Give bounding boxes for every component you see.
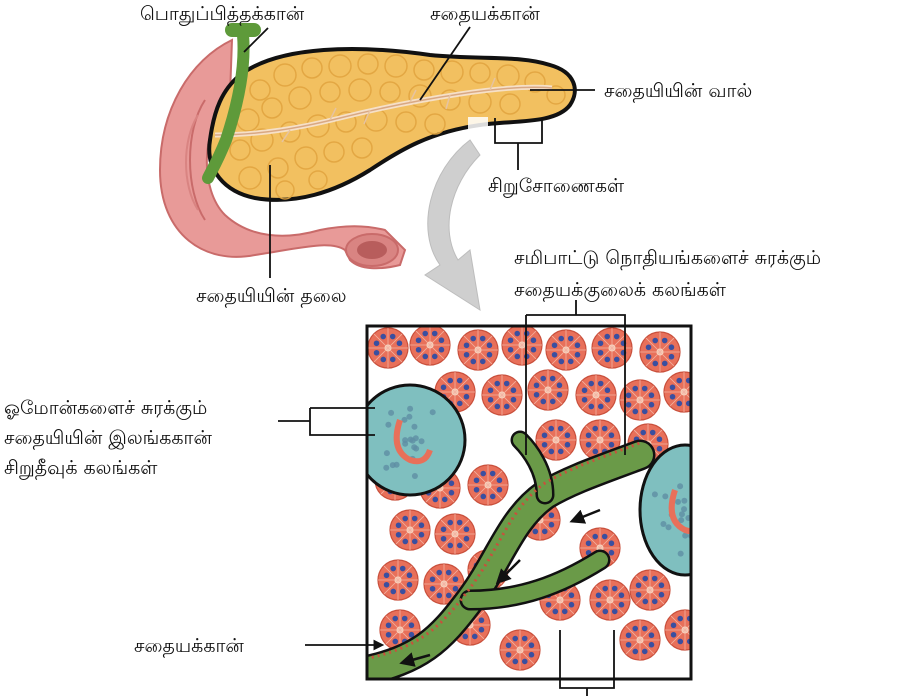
tissue-detail [355,325,730,679]
acinus [528,370,568,410]
label-islet-line3: சிறுதீவுக் கலங்கள் [4,457,158,480]
acinus [390,510,430,550]
label-acinar-line1: சமிபாட்டு நொதியங்களைச் சுரக்கும் [514,247,821,270]
acinus [592,328,632,368]
acinus [468,465,508,505]
label-pancreatic-duct-top: சதையக்கான் [430,3,540,26]
acinus [502,325,542,365]
acinus [458,330,498,370]
acinus [640,332,680,372]
acinus [500,630,540,670]
islet [640,445,730,575]
label-pancreatic-duct-bottom: சதையக்கான் [134,635,244,658]
acinus [368,328,408,368]
label-pancreas-head: சதையியின் தலை [196,285,346,308]
acinus [435,514,475,554]
label-pancreas-tail: சதையியின் வால் [604,80,752,103]
acinus [546,330,586,370]
acinus [576,375,616,415]
zoom-arrow [425,140,480,310]
acinus [630,570,670,610]
label-acinar-line2: சதையக்குலைக் கலங்கள் [514,279,727,302]
acinus [378,560,418,600]
acinus [590,580,630,620]
sample-region [468,117,488,139]
acinus [620,620,660,660]
label-common-bile-duct: பொதுப்பித்தக்கான் [140,3,305,26]
label-arterioles: சிறுசோணைகள் [488,175,625,198]
acinus [410,325,450,365]
acinus [482,375,522,415]
acinus [620,380,660,420]
label-islet-line1: ஓமோன்களைச் சுரக்கும் [4,397,207,420]
label-islet-line2: சதையியின் இலங்ககான் [4,427,212,450]
acinus [665,610,705,650]
acinus [664,372,704,412]
islet [355,385,465,495]
